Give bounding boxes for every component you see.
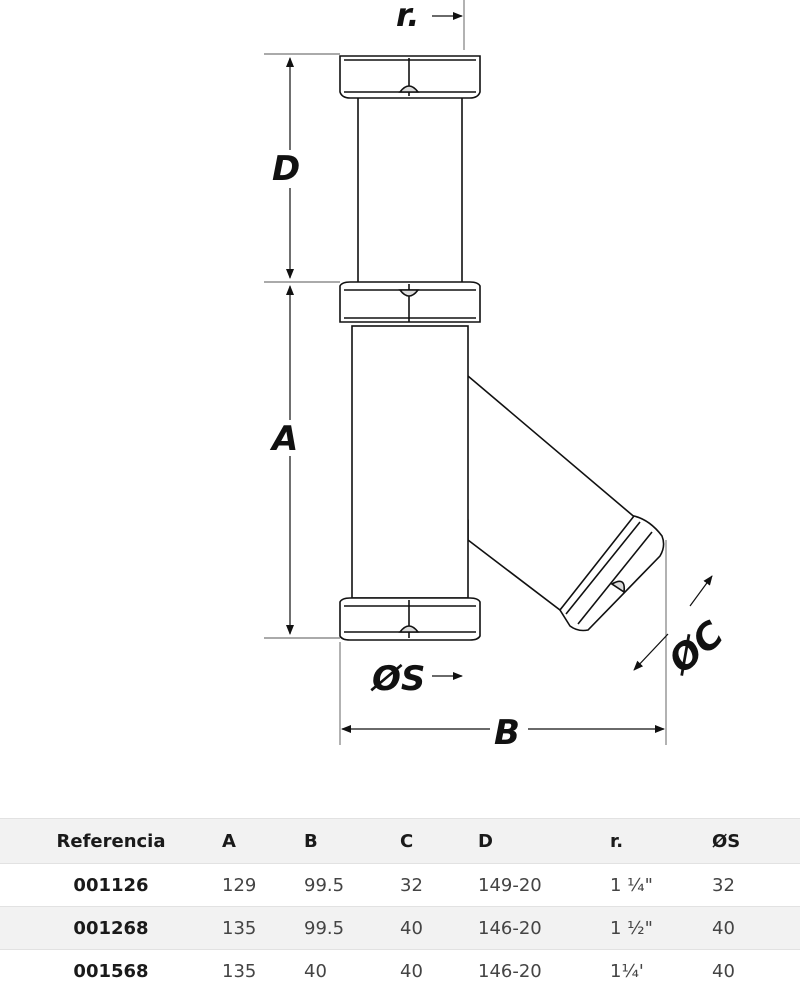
middle-nut (340, 282, 480, 322)
col-header-d: D (478, 819, 610, 864)
technical-drawing: r. D A ØS B ØC (0, 0, 800, 800)
cell-d: 149-20 (478, 864, 610, 907)
cell-b: 99.5 (304, 907, 400, 950)
cell-referencia: 001126 (0, 864, 222, 907)
cell-c: 40 (400, 950, 478, 992)
cell-a: 135 (222, 950, 304, 992)
upper-tube (358, 97, 462, 284)
cell-r: 1 ¼" (610, 864, 712, 907)
table-row: 001126 129 99.5 32 149-20 1 ¼" 32 (0, 864, 800, 907)
dim-label-b: B (494, 713, 520, 753)
main-body (352, 326, 468, 598)
cell-s: 32 (712, 864, 800, 907)
cell-a: 129 (222, 864, 304, 907)
cell-b: 99.5 (304, 864, 400, 907)
cell-c: 32 (400, 864, 478, 907)
cell-referencia: 001568 (0, 950, 222, 992)
dim-label-d: D (272, 149, 300, 189)
dim-label-c: ØC (660, 613, 732, 683)
table-header-row: Referencia A B C D r. ØS (0, 819, 800, 864)
col-header-r: r. (610, 819, 712, 864)
col-header-a: A (222, 819, 304, 864)
table-row: 001268 135 99.5 40 146-20 1 ½" 40 (0, 907, 800, 950)
dim-label-a: A (269, 419, 298, 459)
cell-b: 40 (304, 950, 400, 992)
col-header-b: B (304, 819, 400, 864)
cell-r: 1 ½" (610, 907, 712, 950)
dim-label-s: ØS (370, 659, 425, 699)
col-header-referencia: Referencia (0, 819, 222, 864)
cell-r: 1¼' (610, 950, 712, 992)
cell-c: 40 (400, 907, 478, 950)
col-header-c: C (400, 819, 478, 864)
cell-a: 135 (222, 907, 304, 950)
dim-label-r: r. (396, 0, 419, 34)
cell-s: 40 (712, 950, 800, 992)
col-header-s: ØS (712, 819, 800, 864)
table-row: 001568 135 40 40 146-20 1¼' 40 (0, 950, 800, 992)
cell-d: 146-20 (478, 950, 610, 992)
spec-table: Referencia A B C D r. ØS 001126 129 99.5… (0, 818, 800, 992)
bottom-nut (340, 598, 480, 640)
cell-s: 40 (712, 907, 800, 950)
cell-d: 146-20 (478, 907, 610, 950)
cell-referencia: 001268 (0, 907, 222, 950)
top-nut (340, 56, 480, 98)
